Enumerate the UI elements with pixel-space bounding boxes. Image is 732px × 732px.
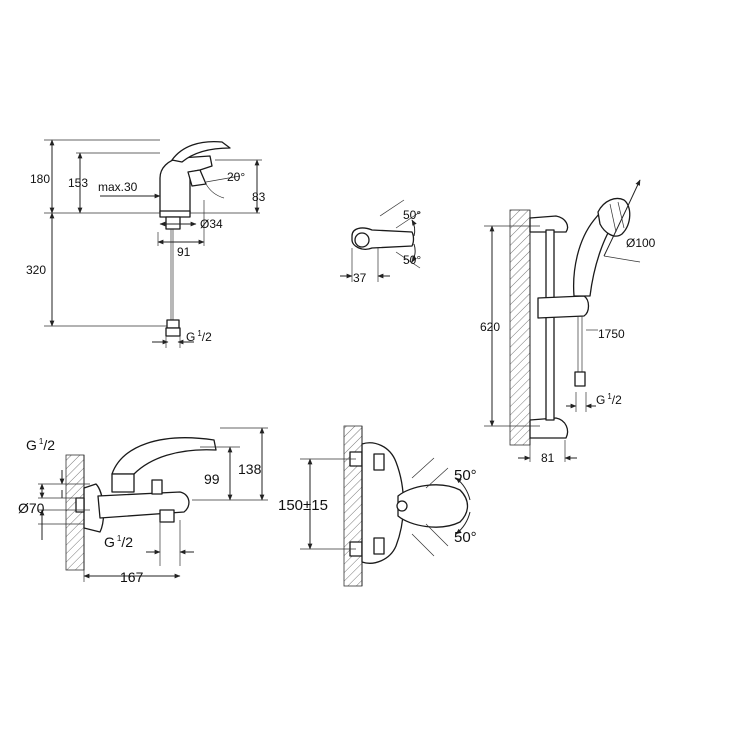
svg-text:G1/2: G1/2	[596, 392, 622, 407]
basin-max-label: max.30	[98, 180, 138, 194]
bath-rosette-diameter-label: Ø70	[18, 500, 45, 516]
thermo-angle-down-label: 50°	[454, 529, 477, 546]
svg-text:G1/2: G1/2	[104, 534, 133, 550]
shower-hose-length-label: 1750	[598, 327, 625, 341]
shower-wall-distance-label: 81	[541, 451, 555, 465]
basin-spout-reach-label: 91	[177, 245, 191, 259]
lever-angle-down-label: 50°	[403, 253, 421, 267]
basin-base-diameter-label: Ø34	[200, 217, 223, 231]
basin-total-height-label: 180	[30, 172, 50, 186]
shower-head-diameter-label: Ø100	[626, 236, 656, 250]
shower-set-drawing	[484, 179, 641, 462]
basin-spout-height-label: 153	[68, 176, 88, 190]
basin-lever-height-label: 83	[252, 190, 266, 204]
svg-text:G1/2: G1/2	[26, 437, 55, 453]
shower-rail-height-label: 620	[480, 320, 500, 334]
bath-spout-height-label: 99	[204, 471, 220, 487]
basin-lever-angle-label: 20°	[227, 170, 245, 184]
lever-detail-drawing	[340, 199, 421, 282]
thermo-center-distance-label: 150±15	[278, 497, 328, 514]
basin-hose-length-label: 320	[26, 263, 46, 277]
svg-text:G1/2: G1/2	[186, 329, 212, 344]
basin-mixer-drawing	[44, 139, 262, 348]
lever-angle-up-label: 50°	[403, 208, 421, 222]
thermo-angle-up-label: 50°	[454, 467, 477, 484]
bath-reach-label: 167	[120, 569, 144, 585]
bath-mixer-drawing	[38, 427, 268, 582]
bath-total-height-label: 138	[238, 461, 262, 477]
thermo-mixer-drawing	[300, 425, 471, 587]
lever-width-label: 37	[353, 271, 367, 285]
